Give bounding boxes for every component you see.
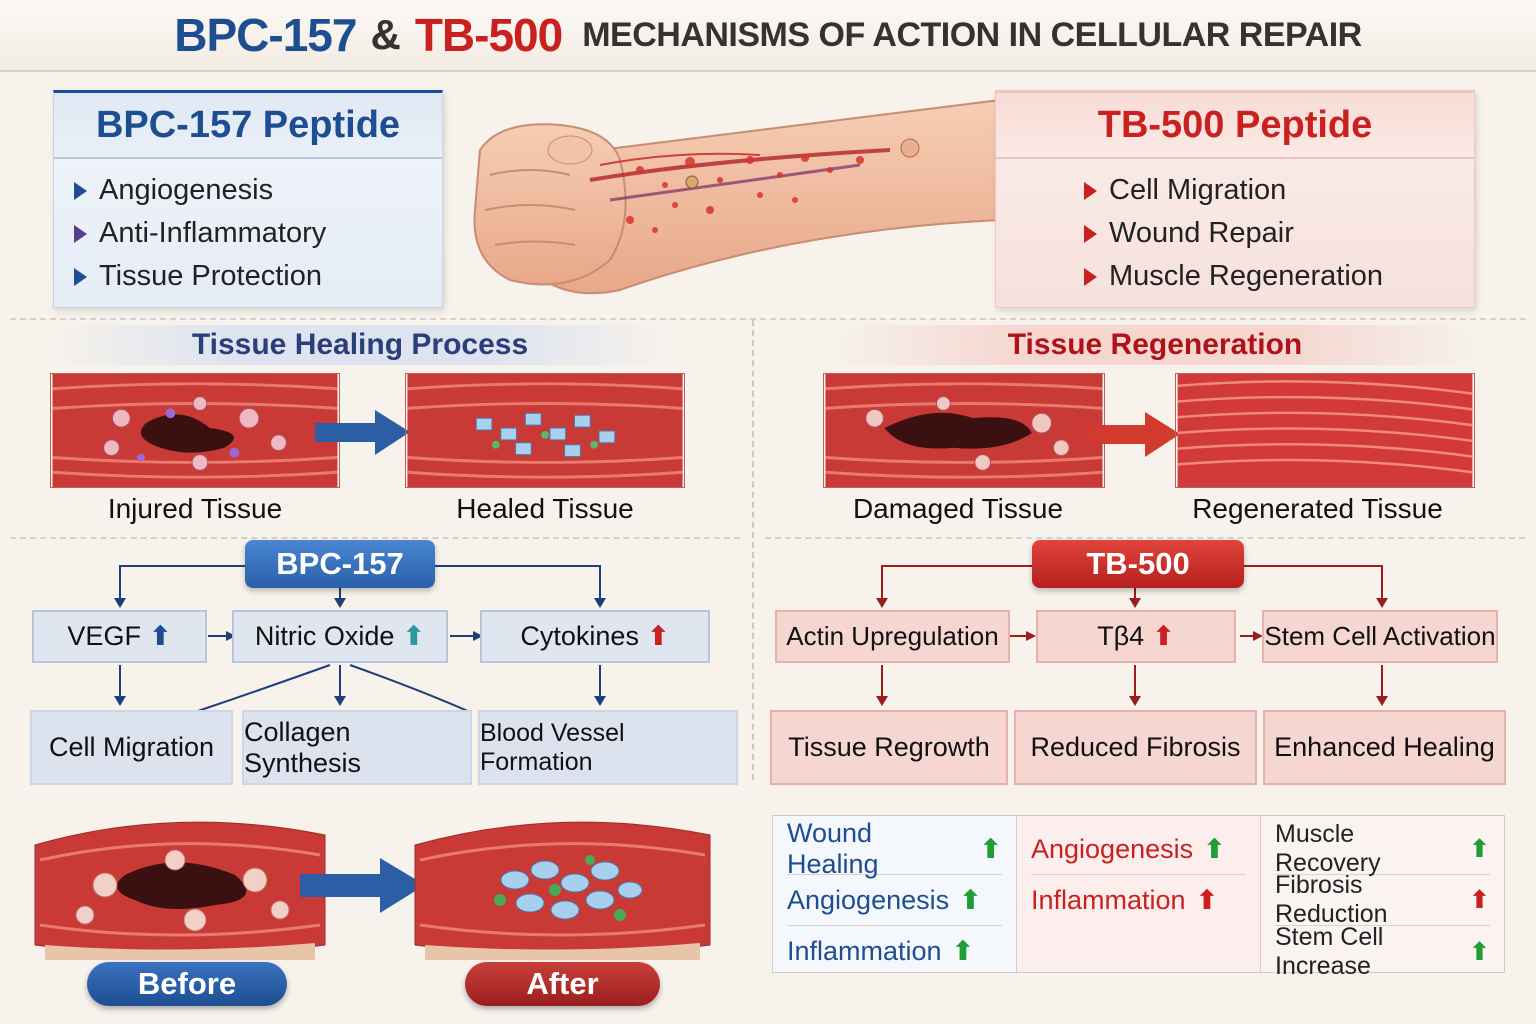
list-item: Fibrosis Reduction⬆ <box>1275 871 1490 928</box>
arrow-up-icon: ⬆ <box>1152 621 1175 651</box>
title-bpc: BPC-157 <box>174 9 357 61</box>
enhanced-healing-box: Enhanced Healing <box>1263 710 1506 785</box>
list-item: Wound Repair <box>1084 212 1454 255</box>
benefits-column-combined: Muscle Recovery⬆ Fibrosis Reduction⬆ Ste… <box>1260 816 1504 980</box>
injured-tissue-image <box>50 373 340 488</box>
list-item: Angiogenesis⬆ <box>1031 824 1246 875</box>
section-divider <box>10 318 1526 320</box>
tb-peptide-card: TB-500 Peptide Cell Migration Wound Repa… <box>995 90 1475 308</box>
nitric-oxide-box: Nitric Oxide⬆ <box>232 610 448 663</box>
list-item: Wound Healing⬆ <box>787 818 1002 879</box>
healed-tissue-label: Healed Tissue <box>456 493 634 524</box>
list-item: Inflammation⬆ <box>787 936 975 966</box>
bpc-benefit-list: Angiogenesis Anti-Inflammatory Tissue Pr… <box>54 159 442 308</box>
arrow-up-icon: ⬆ <box>1469 835 1490 863</box>
arrow-up-icon: ⬆ <box>959 884 982 915</box>
healed-tissue-image <box>405 373 685 488</box>
damaged-tissue-image <box>823 373 1105 488</box>
tb-hub-label: TB-500 <box>1032 540 1244 588</box>
tb4-box: Tβ4⬆ <box>1036 610 1236 663</box>
arrow-up-icon: ⬆ <box>646 621 670 651</box>
after-badge: After <box>465 962 660 1006</box>
arrow-up-icon: ⬆ <box>979 833 1002 864</box>
vegf-box: VEGF⬆ <box>32 610 207 663</box>
arrow-up-icon: ⬆ <box>402 621 426 651</box>
blood-vessel-formation-box: Blood Vessel Formation <box>478 710 738 785</box>
page-title: BPC-157 & TB-500 MECHANISMS OF ACTION IN… <box>0 0 1536 72</box>
list-item: Angiogenesis <box>74 169 422 212</box>
arrow-up-icon: ⬆ <box>1195 885 1219 915</box>
stem-cell-activation-box: Stem Cell Activation <box>1262 610 1498 663</box>
arm-illustration <box>473 98 1001 295</box>
arrow-up-icon: ⬆ <box>1469 937 1490 966</box>
blue-arrow-icon <box>300 858 425 913</box>
title-tb: TB-500 <box>414 9 563 61</box>
tb-flow-connectors <box>876 565 1388 706</box>
list-item: Angiogenesis⬆ <box>787 875 1002 926</box>
arrow-up-icon: ⬆ <box>1203 833 1226 864</box>
collagen-synthesis-box: Collagen Synthesis <box>242 710 472 785</box>
bpc-hub-label: BPC-157 <box>245 540 435 588</box>
cell-migration-box: Cell Migration <box>30 710 233 785</box>
bpc-peptide-card: BPC-157 Peptide Angiogenesis Anti-Inflam… <box>53 90 443 308</box>
benefits-column-bpc: Wound Healing⬆ Angiogenesis⬆ Inflammatio… <box>773 816 1016 972</box>
after-tissue-image <box>414 821 711 960</box>
blue-arrow-icon <box>315 410 410 455</box>
bullet-icon <box>74 267 87 286</box>
regenerated-tissue-label: Regenerated Tissue <box>1192 493 1443 524</box>
bullet-icon <box>1084 224 1097 243</box>
title-subtitle: MECHANISMS OF ACTION IN CELLULAR REPAIR <box>582 15 1362 54</box>
tissue-healing-title: Tissue Healing Process <box>45 325 675 365</box>
bpc-card-heading: BPC-157 Peptide <box>54 93 442 159</box>
tissue-regrowth-box: Tissue Regrowth <box>770 710 1008 785</box>
red-arrow-icon <box>1085 412 1180 457</box>
bullet-icon <box>1084 267 1097 286</box>
benefits-column-tb: Angiogenesis⬆ Inflammation⬆ <box>1016 816 1260 972</box>
column-divider <box>752 320 754 780</box>
tissue-regeneration-title: Tissue Regeneration <box>830 325 1480 365</box>
reduced-fibrosis-box: Reduced Fibrosis <box>1014 710 1257 785</box>
benefits-table: Wound Healing⬆ Angiogenesis⬆ Inflammatio… <box>772 815 1505 980</box>
list-item: Anti-Inflammatory <box>74 212 422 255</box>
section-divider <box>765 537 1525 539</box>
before-badge: Before <box>87 962 287 1006</box>
section-divider <box>10 537 740 539</box>
injured-tissue-label: Injured Tissue <box>107 493 283 524</box>
bullet-icon <box>74 224 87 243</box>
list-item: Inflammation⬆ <box>1031 885 1219 915</box>
bullet-icon <box>1084 181 1097 200</box>
damaged-tissue-label: Damaged Tissue <box>852 493 1064 524</box>
regenerated-tissue-image <box>1175 373 1475 488</box>
list-item: Tissue Protection <box>74 255 422 298</box>
bpc-flow-connectors <box>114 565 606 713</box>
title-ampersand: & <box>370 11 401 58</box>
actin-upregulation-box: Actin Upregulation <box>775 610 1010 663</box>
arrow-up-icon: ⬆ <box>148 621 172 651</box>
list-item: Cell Migration <box>1084 169 1454 212</box>
arrow-up-icon: ⬆ <box>951 936 975 966</box>
bullet-icon <box>74 181 87 200</box>
tb-card-heading: TB-500 Peptide <box>996 93 1474 159</box>
tb-benefit-list: Cell Migration Wound Repair Muscle Regen… <box>996 159 1474 308</box>
list-item: Stem Cell Increase⬆ <box>1275 922 1490 980</box>
arrow-up-icon: ⬆ <box>1469 886 1490 914</box>
before-tissue-image <box>34 821 326 960</box>
cytokines-box: Cytokines⬆ <box>480 610 710 663</box>
list-item: Muscle Recovery⬆ <box>1275 820 1490 877</box>
list-item: Muscle Regeneration <box>1084 255 1454 298</box>
